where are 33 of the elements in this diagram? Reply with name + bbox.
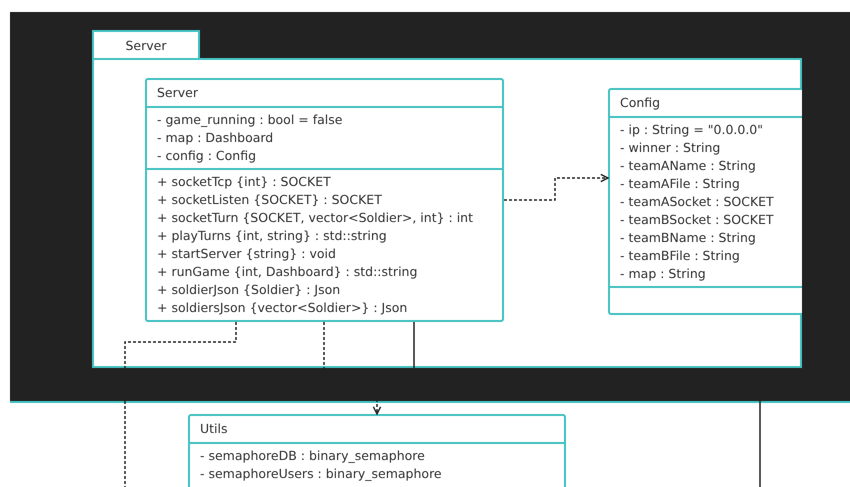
class-member: - teamASocket : SOCKET: [620, 193, 774, 211]
connector-line: [124, 322, 237, 487]
class-member: + startServer {string} : void: [157, 245, 336, 263]
class-member: - config : Config: [157, 147, 256, 165]
dependency-arrow: [323, 322, 382, 415]
class-name: Server: [157, 84, 198, 102]
class-member: - game_running : bool = false: [157, 111, 342, 129]
connector-line: [413, 322, 761, 487]
package-tab: Server: [92, 30, 200, 60]
class-member: - teamBName : String: [620, 229, 756, 247]
class-name: Utils: [200, 420, 228, 438]
class-box: [188, 414, 566, 487]
class-member: - teamAFile : String: [620, 175, 740, 193]
class-box: [145, 78, 504, 322]
class-member: - teamAName : String: [620, 157, 756, 175]
class-member: - teamBFile : String: [620, 247, 740, 265]
class-member: - ip : String = "0.0.0.0": [620, 121, 764, 139]
class-member: - map : String: [620, 265, 706, 283]
class-member: + runGame {int, Dashboard} : std::string: [157, 263, 418, 281]
class-member: - teamBSocket : SOCKET: [620, 211, 774, 229]
class-member: - map : Dashboard: [157, 129, 274, 147]
class-member: + soldiersJson {vector<Soldier>} : Json: [157, 299, 408, 317]
class-name: Config: [620, 94, 660, 112]
class-member: + playTurns {int, string} : std::string: [157, 227, 387, 245]
class-member: + socketListen {SOCKET} : SOCKET: [157, 191, 382, 209]
class-member: - semaphoreDB : binary_semaphore: [200, 447, 425, 465]
class-member: - semaphoreUsers : binary_semaphore: [200, 465, 442, 483]
class-member: + socketTurn {SOCKET, vector<Soldier>, int} : int: [157, 209, 474, 227]
class-box: [608, 88, 802, 315]
dependency-arrow: [504, 174, 609, 201]
class-member: + soldierJson {Soldier} : Json: [157, 281, 340, 299]
class-member: + socketTcp {int} : SOCKET: [157, 173, 331, 191]
class-member: - winner : String: [620, 139, 720, 157]
